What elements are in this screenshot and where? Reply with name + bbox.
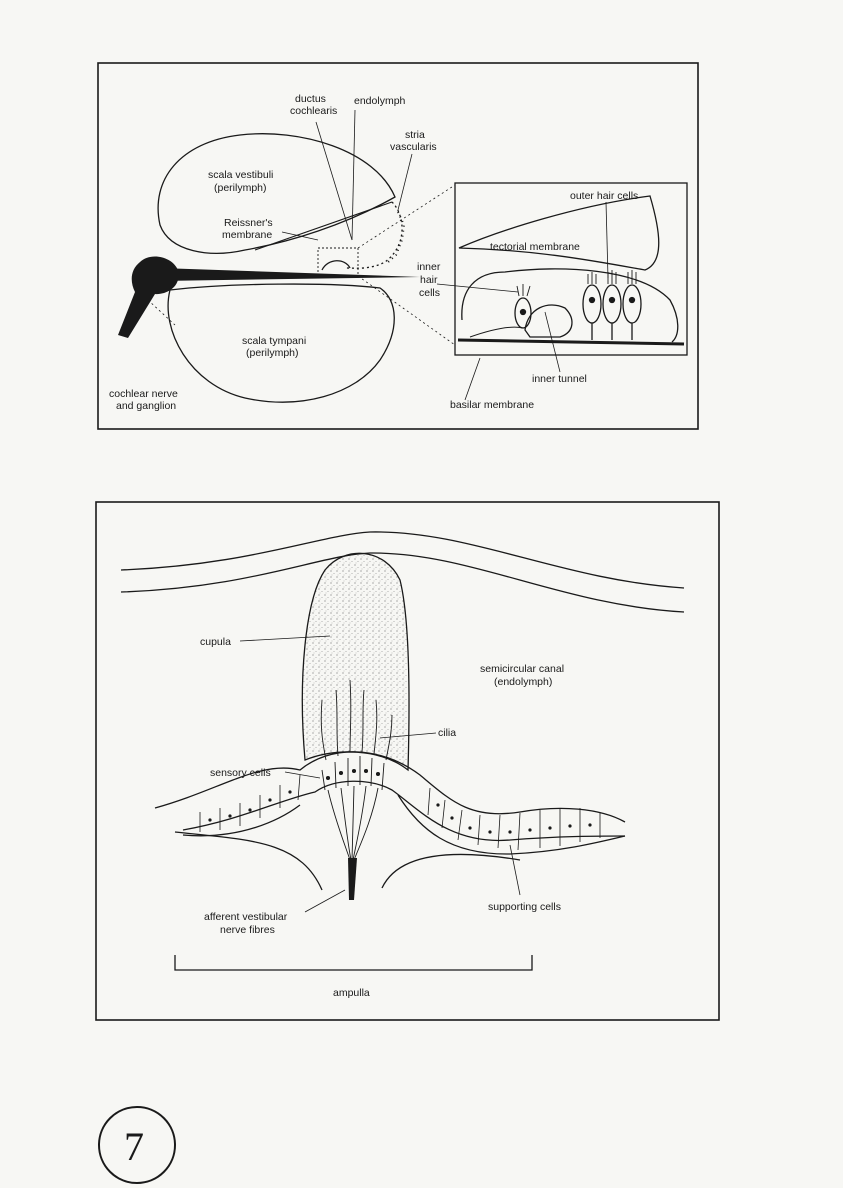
ductus-cochlearis-outline bbox=[344, 201, 403, 269]
zoom-line-bottom bbox=[357, 275, 456, 346]
label-cupula: cupula bbox=[200, 636, 231, 648]
label-ductus-2: cochlearis bbox=[290, 105, 337, 117]
zoom-line-top bbox=[357, 184, 456, 249]
label-scala-vestibuli-1: scala vestibuli bbox=[208, 169, 273, 181]
cilia bbox=[320, 679, 393, 761]
inner-hair-cell bbox=[469, 284, 532, 338]
epithelium-lower-right bbox=[397, 794, 626, 855]
label-scala-vestibuli-2: (perilymph) bbox=[214, 182, 267, 194]
organ-of-corti-small bbox=[321, 260, 351, 271]
ampulla-bracket bbox=[174, 955, 533, 971]
reissners-membrane bbox=[254, 201, 393, 251]
nerve-fibres bbox=[327, 785, 379, 861]
label-cochlear-2: and ganglion bbox=[116, 400, 176, 412]
label-tectorial: tectorial membrane bbox=[490, 241, 580, 253]
label-scala-tympani-2: (perilymph) bbox=[246, 347, 299, 359]
canal-wall-upper bbox=[120, 531, 685, 589]
label-endolymph: endolymph bbox=[354, 95, 406, 107]
scala-tympani-outline bbox=[167, 283, 395, 403]
epithelium-lower bbox=[182, 804, 301, 837]
basilar-membrane-line bbox=[457, 338, 685, 346]
label-semicircular-2: (endolymph) bbox=[494, 676, 552, 688]
tectorial-membrane bbox=[458, 195, 660, 271]
label-stria-1: stria bbox=[405, 129, 425, 141]
ampulla-diagram bbox=[95, 501, 720, 1021]
zoom-box bbox=[317, 247, 359, 277]
scala-vestibuli-outline bbox=[157, 133, 396, 254]
label-reissner-1: Reissner's bbox=[224, 217, 273, 229]
label-basilar: basilar membrane bbox=[450, 399, 534, 411]
label-afferent-2: nerve fibres bbox=[220, 924, 275, 936]
ampulla-wall-right bbox=[381, 853, 521, 889]
label-stria-2: vascularis bbox=[390, 141, 437, 153]
supporting-cells bbox=[199, 774, 601, 851]
inner-tunnel-shape bbox=[524, 304, 573, 338]
label-cochlear-1: cochlear nerve bbox=[109, 388, 178, 400]
organ-corti-outline bbox=[461, 268, 679, 343]
label-inner-tunnel: inner tunnel bbox=[532, 373, 587, 385]
label-afferent-1: afferent vestibular bbox=[204, 911, 288, 923]
page-number: 7 bbox=[98, 1106, 176, 1184]
ampulla-labels: cupula semicircular canal (endolymph) ci… bbox=[200, 636, 564, 999]
sensory-cells bbox=[321, 756, 385, 791]
label-inner-hair-2: hair bbox=[420, 274, 438, 286]
label-inner-hair-3: cells bbox=[419, 287, 440, 299]
crista-inner-left bbox=[182, 780, 626, 842]
figure1-frame bbox=[97, 62, 699, 430]
spiral-lamina bbox=[160, 268, 420, 281]
label-sensory-cells: sensory cells bbox=[210, 767, 271, 779]
cupula bbox=[301, 552, 410, 772]
label-supporting-cells: supporting cells bbox=[488, 901, 561, 913]
stria-vascularis-dots bbox=[385, 211, 406, 265]
figure2-frame bbox=[95, 501, 720, 1021]
nerve-trunk bbox=[348, 858, 357, 900]
canal-wall-lower bbox=[120, 552, 685, 613]
label-outer-hair-cells: outer hair cells bbox=[570, 190, 638, 202]
ampulla-wall-left bbox=[174, 831, 323, 891]
label-reissner-2: membrane bbox=[222, 229, 272, 241]
page-number-text: 7 bbox=[124, 1124, 144, 1169]
cochlea-labels: ductus cochlearis endolymph stria vascul… bbox=[109, 93, 638, 412]
label-cilia: cilia bbox=[438, 727, 456, 739]
inset-frame bbox=[454, 182, 688, 356]
outer-hair-cells bbox=[582, 270, 642, 340]
label-inner-hair-1: inner bbox=[417, 261, 441, 273]
page-number-circle bbox=[98, 1106, 176, 1184]
crista-outer-left bbox=[154, 751, 626, 823]
cochlear-nerve-ganglion bbox=[118, 256, 179, 338]
label-ampulla: ampulla bbox=[333, 987, 370, 999]
cochlea-diagram bbox=[97, 62, 699, 430]
label-semicircular-1: semicircular canal bbox=[480, 663, 564, 675]
label-scala-tympani-1: scala tympani bbox=[242, 335, 306, 347]
label-ductus-1: ductus bbox=[295, 93, 326, 105]
